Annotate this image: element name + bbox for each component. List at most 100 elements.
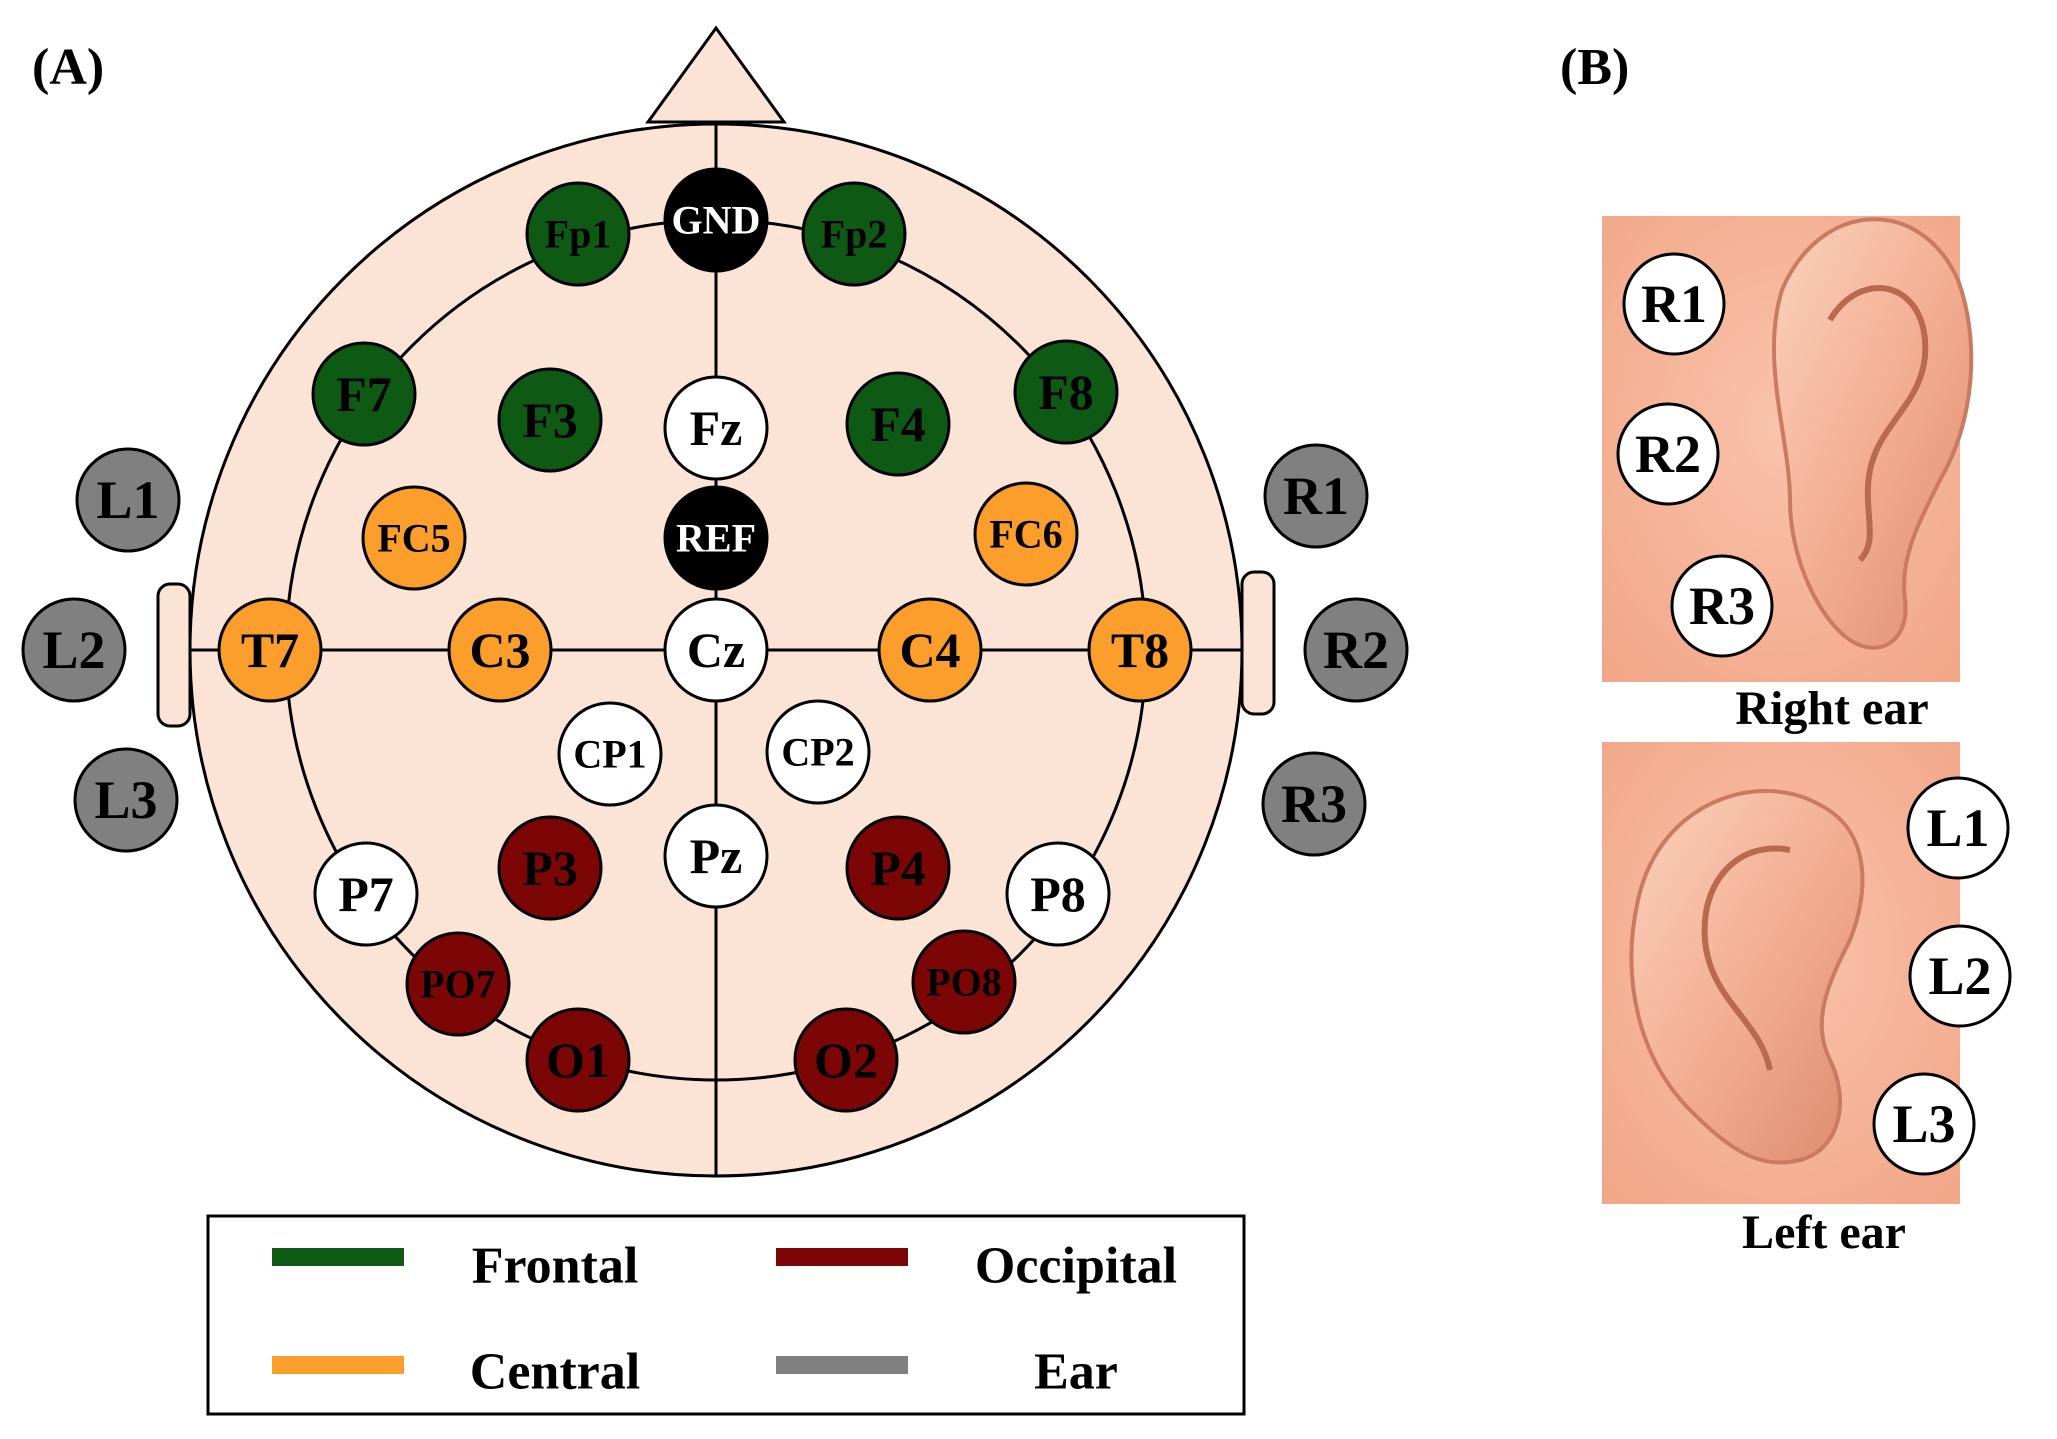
photo-ear-electrode-right-r1: R1: [1622, 252, 1726, 356]
side-ear-electrode-r2-label: R2: [1323, 620, 1389, 680]
left-ear-caption: Left ear: [1742, 1206, 1906, 1259]
electrode-o2-label: O2: [814, 1032, 878, 1088]
electrode-p3-label: P3: [522, 840, 578, 896]
electrode-p4-circle: [845, 815, 951, 921]
electrode-f3-circle: [497, 367, 603, 473]
electrode-po7-circle: [405, 931, 511, 1037]
electrode-o1: O1: [525, 1007, 631, 1113]
electrode-p3-circle: [497, 815, 603, 921]
side-ear-electrode-l2-label: L2: [42, 620, 105, 680]
electrode-t7-circle: [217, 597, 323, 703]
electrode-cp1-label: CP1: [573, 732, 646, 777]
right-ear-caption: Right ear: [1735, 682, 1928, 735]
electrode-fc5-circle: [361, 485, 467, 591]
legend-swatch-central: [272, 1356, 404, 1374]
electrode-pz-label: Pz: [690, 828, 743, 884]
legend-swatch-frontal: [272, 1248, 404, 1266]
right-ear-inner: [1827, 285, 1929, 563]
photo-ear-electrode-left-l1: L1: [1906, 776, 2010, 880]
electrode-p7-circle: [313, 841, 419, 947]
electrode-p7: P7: [313, 841, 419, 947]
electrode-o2-circle: [793, 1007, 899, 1113]
side-ear-electrode-r3-circle: [1261, 751, 1367, 857]
electrode-fc6-circle: [973, 481, 1079, 587]
electrode-f4: F4: [845, 371, 951, 477]
electrode-f4-label: F4: [870, 396, 926, 452]
electrode-f3: F3: [497, 367, 603, 473]
electrode-cz-circle: [663, 597, 769, 703]
side-ear-electrode-l1: L1: [75, 447, 181, 553]
photo-ear-electrode-left-l2: L2: [1908, 924, 2012, 1028]
legend-label-occipital: Occipital: [975, 1238, 1177, 1295]
electrode-fc5-label: FC5: [377, 516, 450, 561]
electrode-f8-label: F8: [1038, 364, 1094, 420]
electrode-fp2-label: Fp2: [821, 212, 888, 257]
photo-ear-electrode-right-r1-circle: [1622, 252, 1726, 356]
electrode-pz: Pz: [663, 803, 769, 909]
photo-ear-electrode-left-l3: L3: [1872, 1072, 1976, 1176]
photo-ear-electrode-right-r3: R3: [1670, 554, 1774, 658]
photo-ear-electrode-left-l3-label: L3: [1892, 1094, 1955, 1154]
electrode-f7-label: F7: [336, 366, 392, 422]
photo-ear-electrode-left-l1-label: L1: [1926, 798, 1989, 858]
left-ear-panel: Left ear: [1602, 742, 1960, 1259]
legend-label-central: Central: [470, 1344, 640, 1401]
side-ear-electrode-r2-circle: [1303, 597, 1409, 703]
photo-ear-electrode-left-l2-label: L2: [1928, 946, 1991, 1006]
electrode-fc5: FC5: [361, 485, 467, 591]
electrode-gnd-circle: [663, 167, 769, 273]
electrode-fp2-circle: [801, 181, 907, 287]
side-ear-electrode-r1: R1: [1263, 443, 1369, 549]
electrode-p8: P8: [1005, 841, 1111, 947]
electrode-po8-circle: [911, 929, 1017, 1035]
left-ear-shape: [1629, 789, 1865, 1165]
side-ear-electrode-l1-label: L1: [96, 470, 159, 530]
legend-label-ear: Ear: [1034, 1344, 1118, 1401]
electrode-cz: Cz: [663, 597, 769, 703]
electrode-fp2: Fp2: [801, 181, 907, 287]
electrode-c4-circle: [877, 597, 983, 703]
photo-ear-electrode-left-l3-circle: [1872, 1072, 1976, 1176]
electrode-t8-label: T8: [1111, 622, 1169, 678]
electrode-fc6: FC6: [973, 481, 1079, 587]
electrode-ref: REF: [663, 485, 769, 591]
electrode-fz: Fz: [663, 375, 769, 481]
electrode-p3: P3: [497, 815, 603, 921]
legend-label-frontal: Frontal: [472, 1238, 639, 1295]
side-ear-electrode-l3: L3: [73, 747, 179, 853]
photo-ear-electrode-left-l1-circle: [1906, 776, 2010, 880]
side-ear-electrode-l3-circle: [73, 747, 179, 853]
electrode-f8-circle: [1013, 339, 1119, 445]
electrode-fz-label: Fz: [690, 400, 743, 456]
electrode-po8: PO8: [911, 929, 1017, 1035]
electrode-f4-circle: [845, 371, 951, 477]
panel-label-a: (A): [32, 39, 104, 96]
side-ear-electrode-l3-label: L3: [94, 770, 157, 830]
electrode-po7-label: PO7: [420, 962, 496, 1007]
electrode-p4-label: P4: [870, 840, 926, 896]
electrode-fz-circle: [663, 375, 769, 481]
side-ear-electrode-l2-circle: [21, 597, 127, 703]
electrode-c4-label: C4: [899, 622, 960, 678]
left-ear-tab: [156, 582, 192, 728]
side-ear-electrode-r2: R2: [1303, 597, 1409, 703]
electrode-f3-label: F3: [522, 392, 578, 448]
electrode-p8-label: P8: [1030, 866, 1086, 922]
electrode-f7-circle: [311, 341, 417, 447]
electrode-fp1-label: Fp1: [545, 212, 612, 257]
left-ear-inner: [1701, 845, 1791, 1071]
legend-swatch-ear: [776, 1356, 908, 1374]
photo-ear-electrode-left-l2-circle: [1908, 924, 2012, 1028]
side-ear-electrode-r3: R3: [1261, 751, 1367, 857]
electrode-t7-label: T7: [241, 622, 299, 678]
panel-label-b: (B): [1560, 39, 1629, 96]
electrode-t8: T8: [1087, 597, 1193, 703]
side-ear-electrode-l2: L2: [21, 597, 127, 703]
electrode-c4: C4: [877, 597, 983, 703]
electrode-cp2-label: CP2: [781, 730, 854, 775]
electrode-c3-circle: [447, 597, 553, 703]
side-ear-electrode-r3-label: R3: [1281, 774, 1347, 834]
electrode-o1-label: O1: [546, 1032, 610, 1088]
electrode-po7: PO7: [405, 931, 511, 1037]
